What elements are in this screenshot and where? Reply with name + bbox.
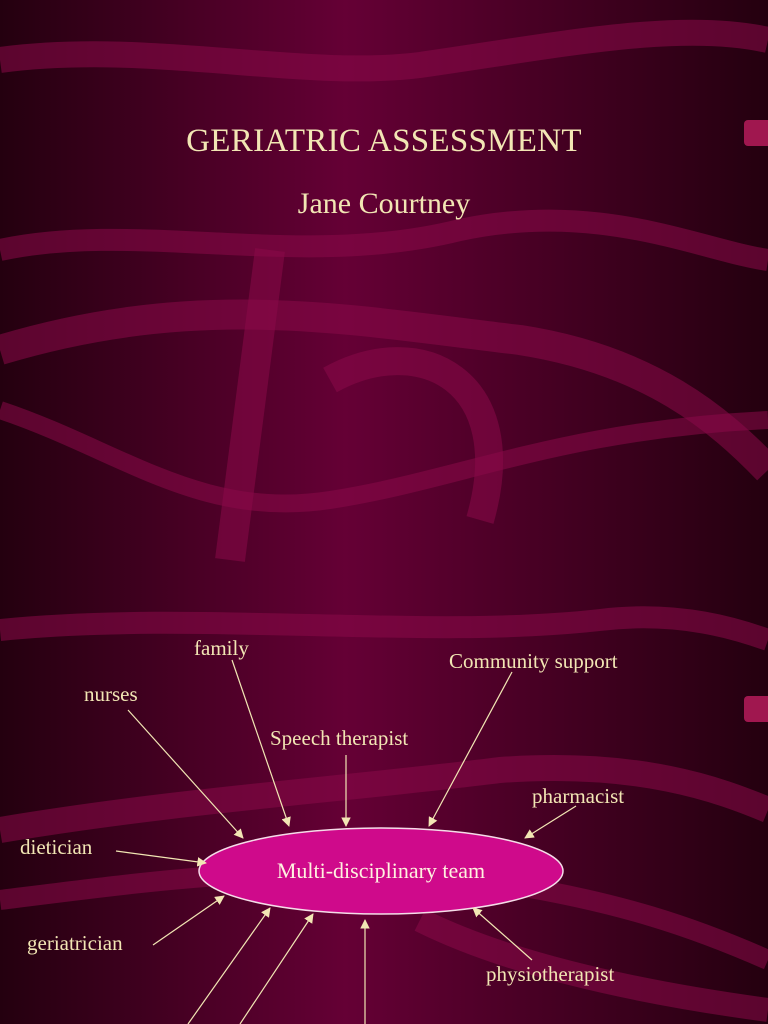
arrow-pharmacist [524, 805, 577, 839]
arrow-family [231, 659, 291, 827]
node-pharmacist: pharmacist [532, 784, 625, 808]
center-label: Multi-disciplinary team [276, 858, 486, 883]
node-geriatrician: geriatrician [27, 931, 123, 955]
node-community-support: Community support [449, 649, 618, 673]
center-ellipse [198, 827, 564, 915]
arrow-community-support [428, 671, 513, 827]
slide-subtitle: Jane Courtney [297, 187, 471, 220]
arrow-bottom-left-1 [187, 907, 271, 1024]
node-physiotherapist: physiotherapist [486, 962, 615, 986]
slide-title: GERIATRIC ASSESSMENT [186, 123, 582, 159]
node-family: family [194, 636, 249, 660]
node-dietician: dietician [20, 835, 93, 859]
arrow-physiotherapist [472, 907, 533, 961]
arrow-nurses [127, 709, 244, 839]
slide-tab-decoration [744, 696, 768, 722]
slide-tab-decoration [744, 120, 768, 146]
arrow-bottom-left-2 [239, 913, 314, 1024]
node-nurses: nurses [84, 682, 138, 706]
node-speech-therapist: Speech therapist [270, 726, 409, 750]
arrow-geriatrician [152, 895, 225, 946]
arrow-dietician [115, 850, 207, 867]
